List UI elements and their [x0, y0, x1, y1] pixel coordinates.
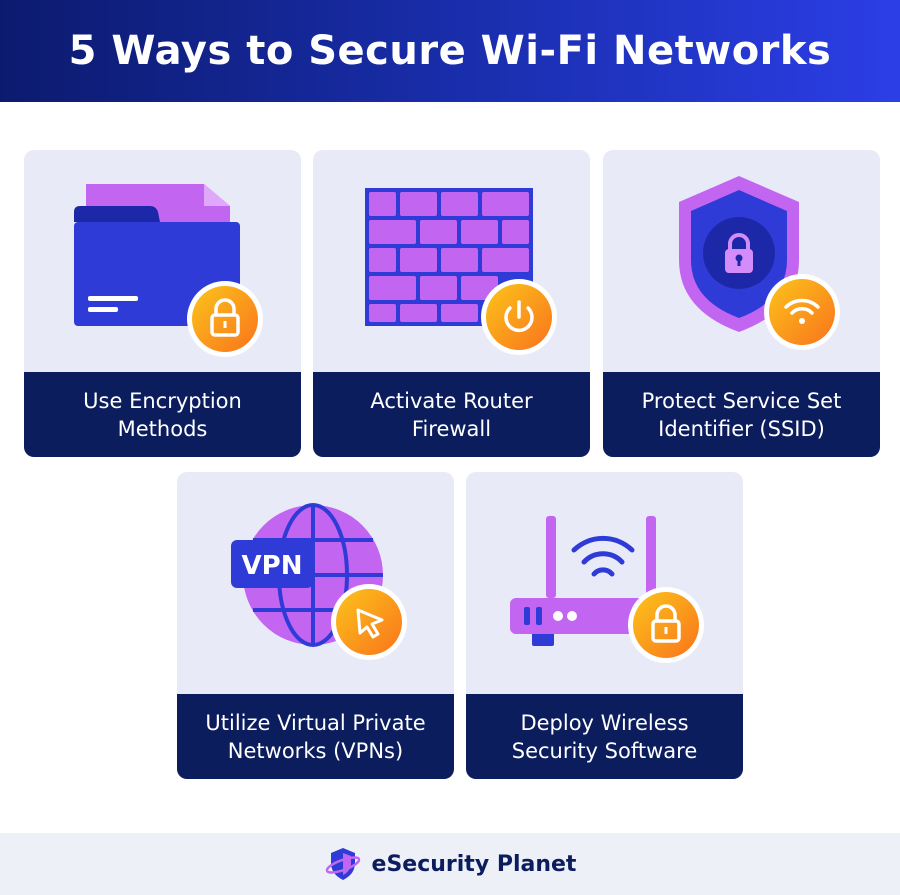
page-title: 5 Ways to Secure Wi-Fi Networks [68, 28, 832, 74]
encrypted-folder-icon [74, 184, 263, 357]
lock-icon [628, 587, 704, 663]
globe-icon: VPN [231, 503, 407, 660]
header-banner: 5 Ways to Secure Wi-Fi Networks [0, 0, 900, 102]
shield-lock-icon [679, 176, 840, 350]
planet-shield-logo-icon [325, 848, 360, 880]
router-icon [510, 516, 704, 663]
footer: eSecurity Planet [0, 833, 900, 895]
cursor-icon [331, 584, 407, 660]
brand-name: eSecurity Planet [371, 851, 577, 877]
brick-wall-icon [365, 188, 557, 355]
svg-text:VPN: VPN [242, 551, 303, 581]
lock-icon [187, 281, 263, 357]
wifi-icon [764, 274, 840, 350]
power-icon [481, 279, 557, 355]
